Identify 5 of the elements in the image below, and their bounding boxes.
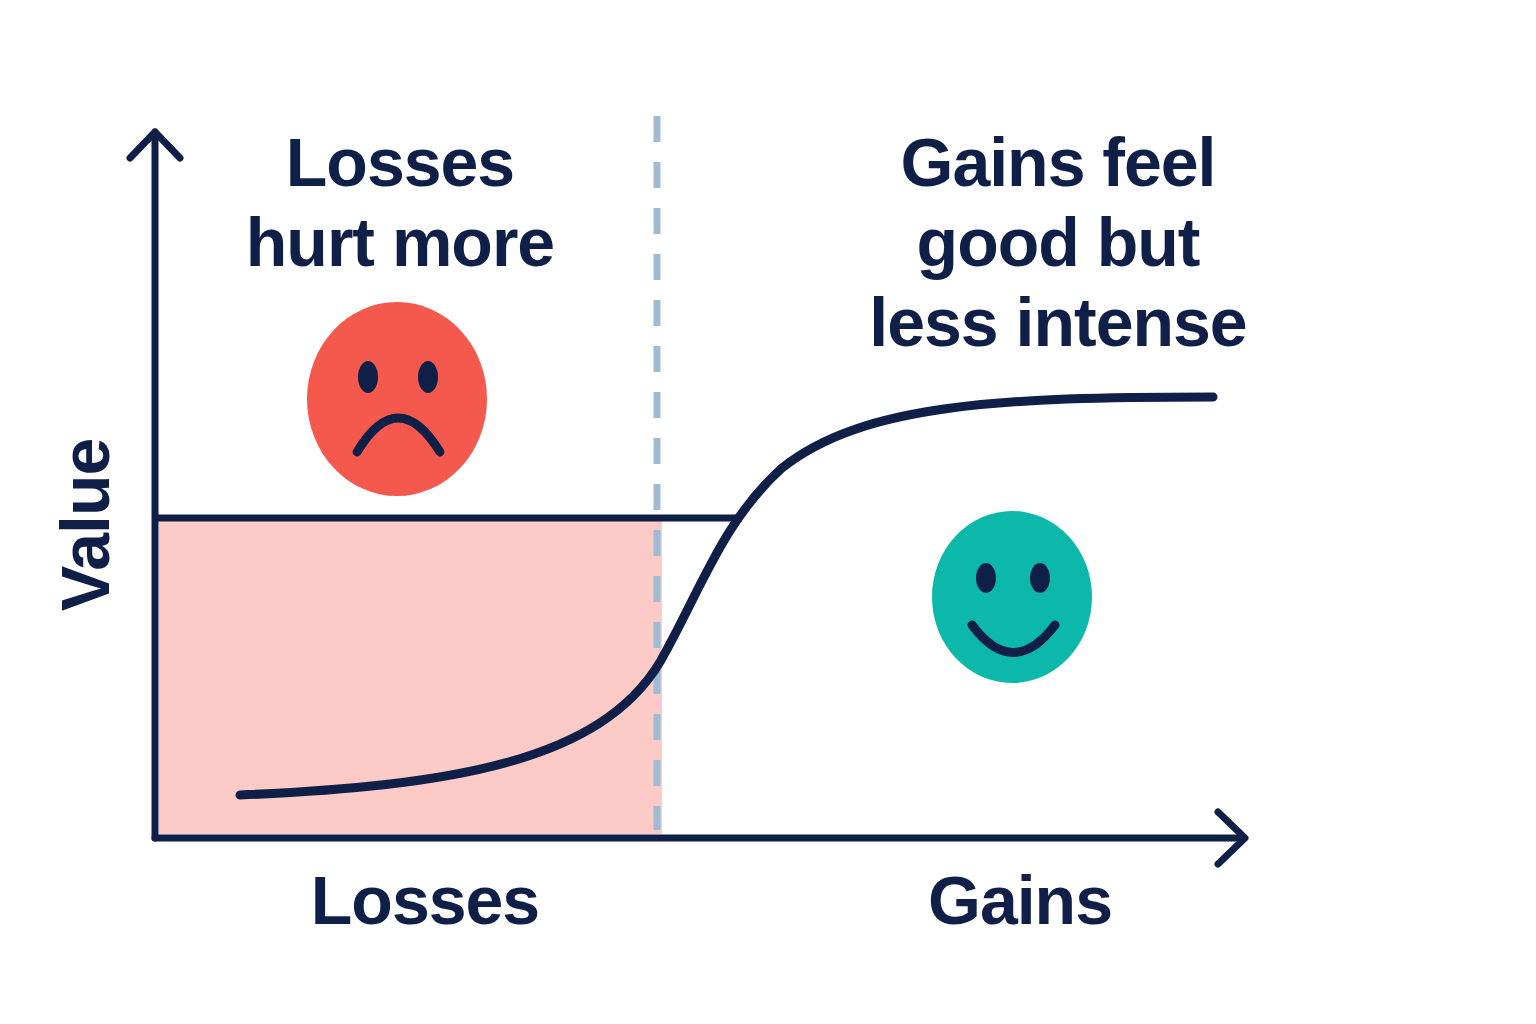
- axis-label: Value: [51, 438, 119, 612]
- annotation-text: Gains feel good but less intense: [868, 123, 1248, 362]
- axis-label: Losses: [310, 866, 540, 934]
- axis-label: Gains: [928, 866, 1112, 934]
- annotation-text: Losses hurt more: [244, 123, 556, 282]
